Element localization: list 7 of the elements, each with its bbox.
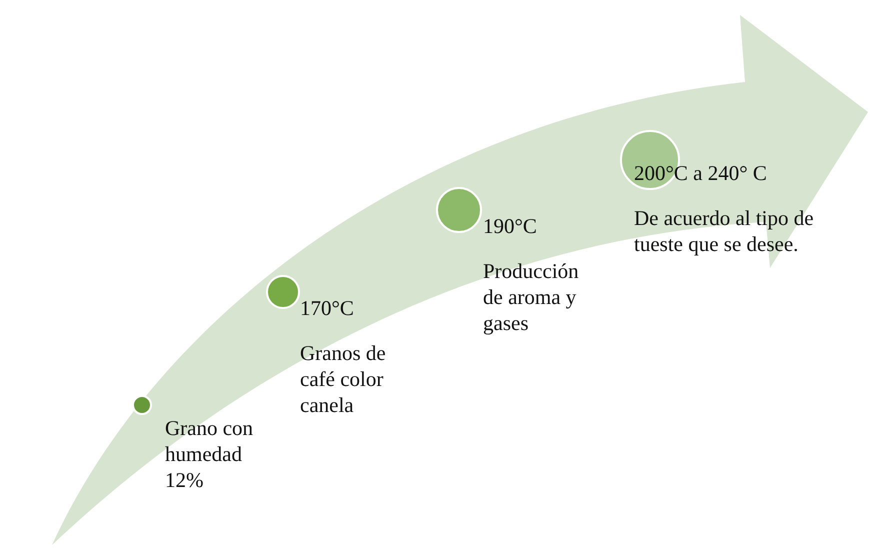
stage-description: Producción de aroma y gases [483,258,580,336]
temperature-label: 170°C [300,295,355,321]
stage-description: Grano con humedad 12% [165,415,254,493]
circle-marker [132,395,152,415]
temperature-label: 190°C [483,213,538,239]
stage-description: Granos de café color canela [300,340,387,418]
stage-description: De acuerdo al tipo de tueste que se desee. [634,205,815,257]
